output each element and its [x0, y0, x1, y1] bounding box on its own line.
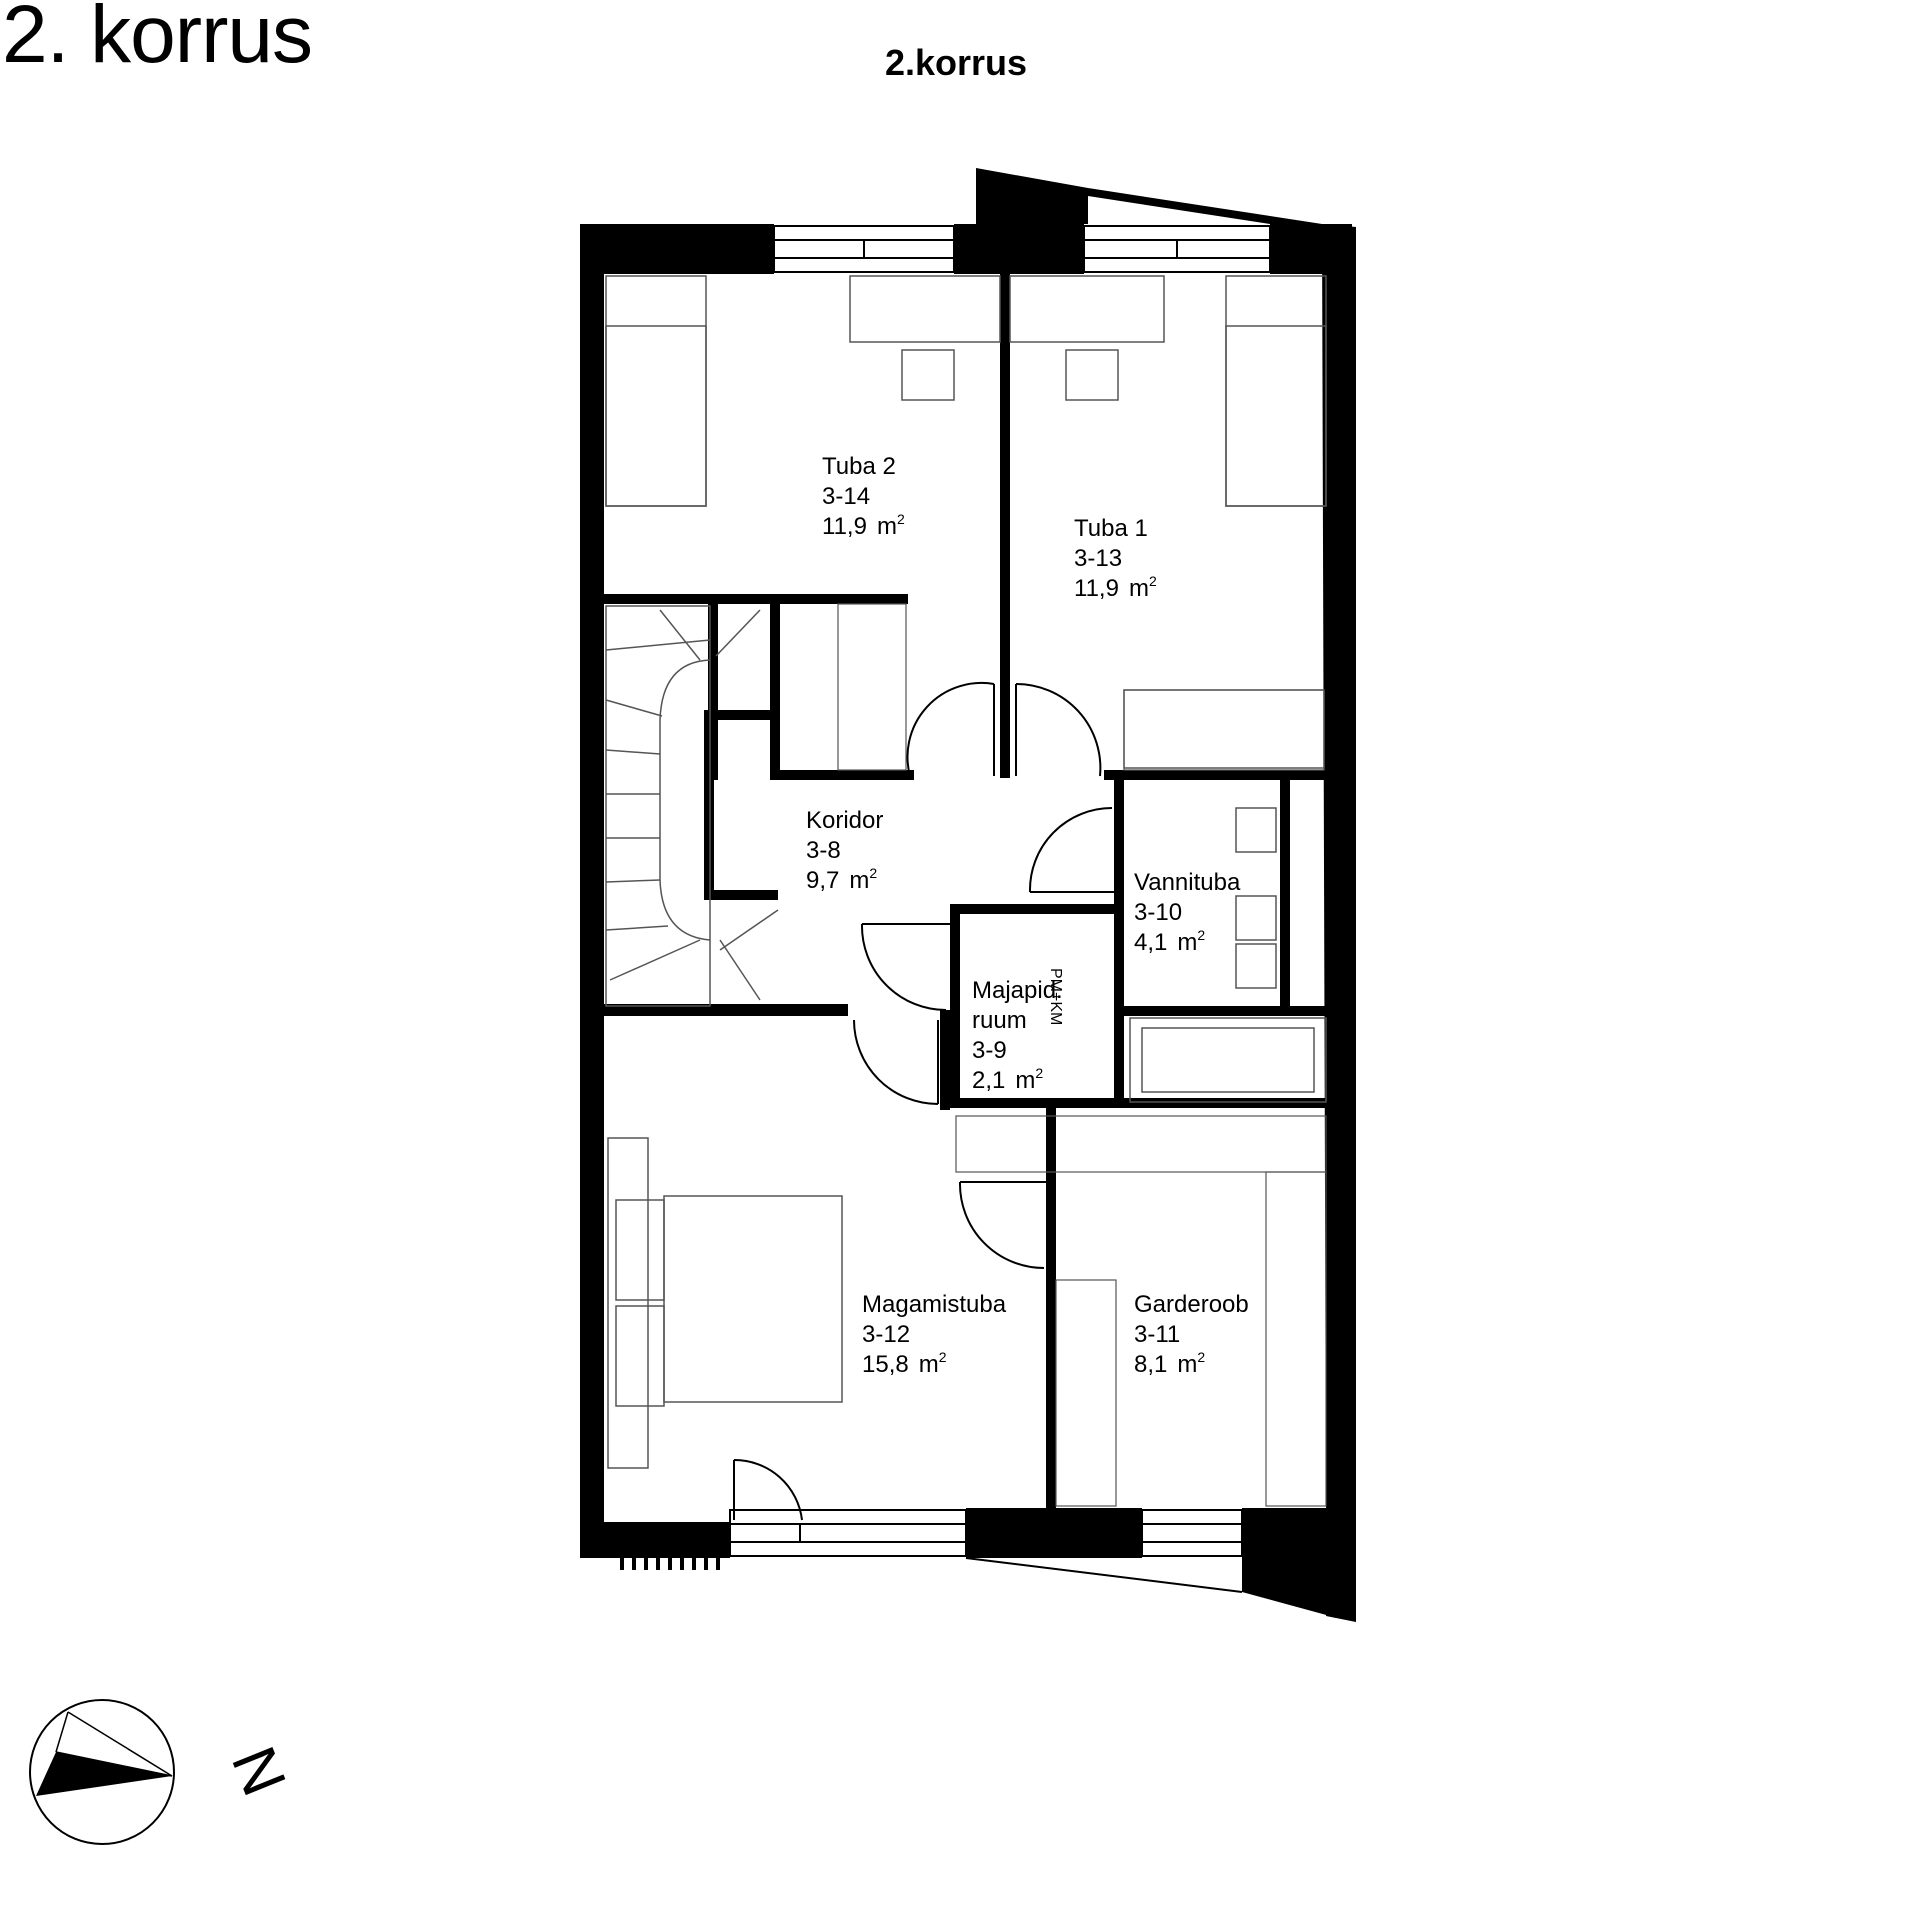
utility-note: PM+KM — [1047, 968, 1064, 1026]
furniture — [605, 275, 1327, 1469]
interior-walls — [604, 274, 1330, 1508]
windows — [729, 225, 1271, 1593]
page-title: 2. korrus — [2, 0, 313, 80]
vent-marks — [620, 1558, 720, 1570]
compass-icon — [29, 1699, 175, 1845]
plan-title: 2.korrus — [884, 42, 1028, 83]
staircase — [605, 605, 779, 1007]
exterior-walls — [580, 168, 1356, 1622]
doors — [733, 681, 1118, 1521]
wardrobes — [837, 603, 1327, 1507]
